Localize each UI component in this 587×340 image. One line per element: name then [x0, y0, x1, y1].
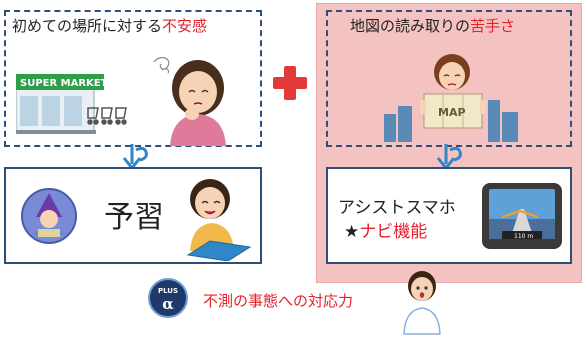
- map-reading-illustration: MAP: [384, 54, 518, 142]
- anxiety-title-highlight: 不安感: [162, 17, 208, 35]
- assist-phone-box: アシストスマホ ★ナビ機能 110 m: [326, 167, 572, 264]
- plus-badge-symbol: α: [162, 295, 174, 313]
- anxiety-title-text: 初めての場所に対する: [12, 17, 163, 35]
- anxiety-box-title: 初めての場所に対する不安感: [12, 16, 207, 36]
- surprised-woman-illustration: [403, 271, 441, 335]
- map-difficulty-title: 地図の読み取りの苦手さ: [350, 16, 515, 36]
- star-icon: ★: [344, 222, 360, 242]
- map-sign-text: MAP: [438, 106, 466, 119]
- navi-feature-line: ★ナビ機能: [344, 221, 427, 243]
- girl-with-tablet-illustration: [186, 179, 252, 261]
- assist-phone-label: アシストスマホ: [338, 198, 456, 218]
- wizard-badge-icon: [21, 188, 77, 244]
- preparation-box: 予習: [4, 167, 262, 264]
- navi-feature-label: ナビ機能: [359, 222, 428, 242]
- preparation-label: 予習: [104, 200, 164, 235]
- map-difficulty-title-highlight: 苦手さ: [470, 17, 516, 35]
- map-difficulty-box: 地図の読み取りの苦手さ MAP: [326, 10, 572, 147]
- anxiety-box: 初めての場所に対する不安感 SUPER MARKET: [4, 10, 262, 147]
- navigation-device-icon: 110 m: [482, 183, 562, 249]
- store-sign-text: SUPER MARKET: [20, 78, 108, 89]
- store-sign-bg: [16, 74, 104, 90]
- map-difficulty-title-text: 地図の読み取りの: [350, 17, 471, 35]
- plus-icon: [273, 66, 307, 100]
- worried-woman-illustration: [153, 57, 226, 146]
- unexpected-situation-note: 不測の事態への対応力: [203, 292, 354, 310]
- plus-badge-top: PLUS: [158, 287, 178, 295]
- supermarket-illustration: SUPER MARKET: [16, 74, 127, 134]
- screen-distance-label: 110 m: [514, 233, 533, 240]
- plus-alpha-badge-icon: PLUS α: [148, 278, 188, 318]
